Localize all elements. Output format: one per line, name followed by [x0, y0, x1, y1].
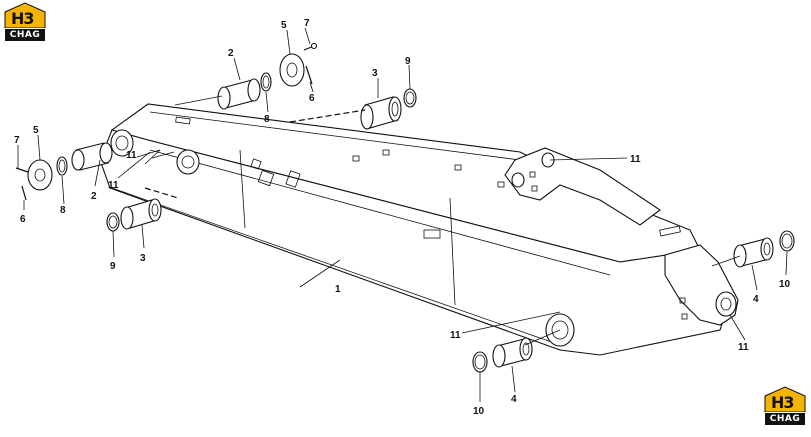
bolt-7-top [303, 42, 318, 51]
ring-10-right [779, 230, 795, 252]
callout-8b: 8 [264, 114, 270, 125]
washer-5-top [279, 53, 305, 87]
callout-8a: 8 [60, 205, 66, 216]
washer-5-left [27, 159, 53, 191]
brand-logo-bottom-right: H3 CHAG [762, 386, 808, 428]
callout-5b: 5 [281, 20, 287, 31]
callout-11e: 11 [738, 342, 749, 353]
callout-3b: 3 [140, 253, 146, 264]
bushing-4-bottom [492, 337, 533, 368]
callout-6b: 6 [309, 93, 315, 104]
logo-word: CHAG [5, 29, 45, 41]
bushing-3-top [360, 96, 402, 130]
leader-lines [17, 27, 788, 402]
callout-2a: 2 [228, 48, 234, 59]
boom-body [99, 103, 739, 356]
bushing-2-top [217, 78, 261, 110]
callout-10b: 10 [473, 406, 485, 417]
house-roof-icon [764, 386, 806, 412]
callout-7a: 7 [14, 135, 20, 146]
callout-3a: 3 [372, 68, 378, 79]
house-roof-icon [4, 2, 46, 28]
callout-11a: 11 [108, 180, 119, 191]
callout-11b: 11 [126, 150, 137, 161]
bushing-2-left [71, 142, 113, 171]
callout-9b: 9 [110, 261, 116, 272]
bushing-3-left [120, 198, 162, 230]
callout-6a: 6 [20, 214, 26, 225]
bolt-7-left [15, 167, 29, 173]
ring-8-top [260, 72, 272, 92]
callout-4b: 4 [511, 394, 517, 405]
pin-6-top [305, 65, 313, 85]
bushing-4-right [733, 237, 774, 268]
ring-9-left [106, 212, 120, 232]
callout-2b: 2 [91, 191, 97, 202]
logo-mark: H3 [771, 393, 795, 412]
logo-word: CHAG [765, 413, 805, 425]
ring-10-bottom [472, 351, 488, 373]
ring-8-left [56, 156, 68, 176]
callout-11c: 11 [630, 154, 641, 165]
callout-9a: 9 [405, 56, 411, 67]
callout-11d: 11 [450, 330, 461, 341]
callout-5a: 5 [33, 125, 39, 136]
callout-7b: 7 [304, 18, 310, 29]
callout-1: 1 [335, 284, 341, 295]
assembly-lines [144, 95, 741, 346]
callout-4a: 4 [753, 294, 759, 305]
ring-9-top [403, 88, 417, 108]
brand-logo-top-left: H3 CHAG [2, 2, 48, 44]
callouts: 1 2 2 3 3 4 4 5 5 6 6 7 7 8 8 9 9 10 10 … [14, 18, 791, 417]
pin-6-left [21, 185, 27, 201]
logo-mark: H3 [11, 9, 35, 28]
callout-10a: 10 [779, 279, 791, 290]
